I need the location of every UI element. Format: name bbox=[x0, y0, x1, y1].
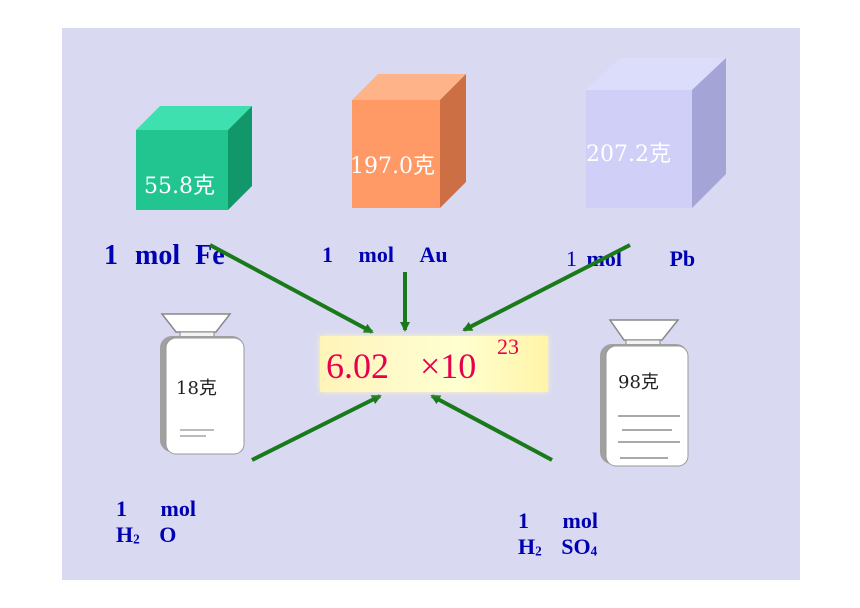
sulfuric-acid-formula: H2 SO4 bbox=[518, 534, 598, 559]
iron-cube: 55.8克 bbox=[134, 104, 254, 210]
water-formula: H2 O bbox=[116, 522, 177, 547]
water-mass-label: 18克 bbox=[176, 378, 217, 399]
lead-mass-label: 207.2克 bbox=[586, 142, 671, 167]
arrow-sulfuric-acid bbox=[430, 394, 553, 462]
iron-mass-label: 55.8克 bbox=[144, 174, 215, 199]
avogadro-times: ×10 bbox=[420, 346, 477, 386]
water-bottle-shape bbox=[160, 313, 245, 455]
water-bottle: 18克 bbox=[158, 312, 246, 456]
gold-unit: mol bbox=[358, 242, 394, 267]
gold-cube-shape bbox=[352, 74, 466, 208]
lead-formula: Pb bbox=[669, 246, 696, 271]
sulfuric-acid-unit: mol bbox=[562, 508, 598, 533]
arrow-lead bbox=[462, 243, 631, 332]
avogadro-exponent: 23 bbox=[497, 334, 519, 359]
sulfuric-acid-mol-label: 1 mol H2 SO4 bbox=[518, 508, 598, 564]
sulfuric-acid-bottle-shape bbox=[600, 319, 689, 467]
sulfuric-acid-mol-line: 1 mol bbox=[518, 508, 598, 534]
lead-cube: 207.2克 bbox=[584, 56, 728, 208]
gold-cube: 197.0克 bbox=[350, 72, 468, 208]
iron-mol-label: 1 mol Fe bbox=[104, 240, 225, 272]
iron-count: 1 bbox=[104, 240, 118, 271]
water-count: 1 bbox=[116, 496, 127, 521]
iron-formula: Fe bbox=[195, 240, 225, 271]
gold-formula: Au bbox=[419, 242, 448, 267]
avogadro-number-box bbox=[320, 336, 548, 392]
sulfuric-acid-count: 1 bbox=[518, 508, 529, 533]
arrow-iron bbox=[209, 243, 374, 334]
arrow-water bbox=[251, 394, 382, 462]
water-unit: mol bbox=[160, 496, 196, 521]
water-mol-line: 1 mol bbox=[116, 496, 196, 522]
lead-count: 1 bbox=[566, 246, 577, 271]
iron-unit: mol bbox=[135, 240, 181, 271]
sulfuric-acid-mass-label: 98克 bbox=[618, 372, 659, 393]
gold-mass-label: 197.0克 bbox=[350, 154, 435, 179]
avogadro-mantissa: 6.02 bbox=[326, 346, 389, 386]
water-mol-label: 1 mol H2 O bbox=[116, 496, 196, 552]
gold-mol-label: 1 mol Au bbox=[322, 242, 448, 268]
lead-cube-shape bbox=[586, 58, 726, 208]
gold-count: 1 bbox=[322, 242, 333, 267]
sulfuric-acid-bottle: 98克 bbox=[598, 318, 690, 468]
iron-cube-shape bbox=[136, 106, 252, 210]
avogadro-number: 6.02 ×10 bbox=[326, 345, 476, 387]
